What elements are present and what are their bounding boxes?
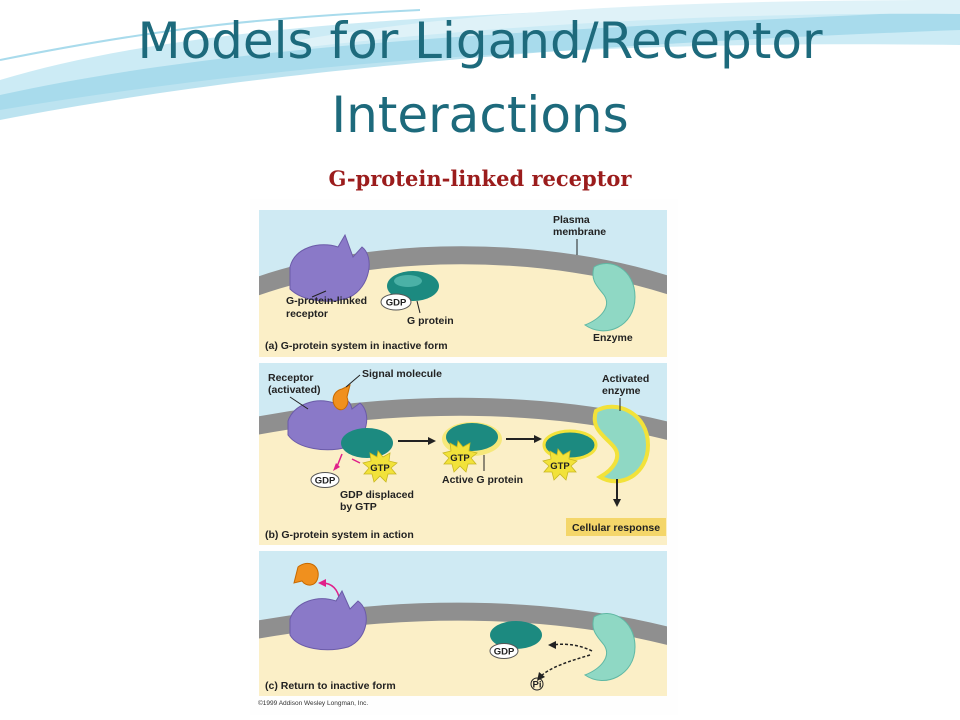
- caption-b: (b) G-protein system in action: [265, 529, 414, 541]
- plasma-membrane-label-2: membrane: [553, 226, 606, 238]
- receptor-activated-label-2: (activated): [268, 384, 321, 396]
- activated-enzyme-label-1: Activated: [602, 373, 649, 385]
- gtp-text-b3: GTP: [550, 461, 570, 472]
- receptor-label-a2: receptor: [286, 308, 328, 320]
- g-protein-c: [490, 621, 542, 649]
- panel-b: GTP GDP GTP GTP Cellular response Recept…: [259, 363, 667, 545]
- gdp-displaced-label-1: GDP displaced: [340, 489, 414, 501]
- signal-molecule-b: [332, 384, 351, 411]
- plasma-membrane-label-1: Plasma: [553, 214, 590, 226]
- signal-molecule-label: Signal molecule: [362, 368, 442, 380]
- active-g-protein-label: Active G protein: [442, 474, 523, 486]
- enzyme-c: [583, 613, 636, 681]
- gdp-badge-a: [380, 293, 412, 311]
- receptor-c: [289, 589, 367, 651]
- g-protein-b1: [341, 428, 393, 458]
- gdp-text-b: GDP: [315, 476, 336, 487]
- panel-c: GDP Pi (c) Return to inactive form: [259, 551, 667, 696]
- g-protein-figure: GDP Plasma membrane G-protein-linked rec…: [250, 199, 678, 715]
- slide-title-line1: Models for Ligand/Receptor: [137, 12, 823, 70]
- pi-symbol: [530, 677, 544, 691]
- g-protein-diagram: GDP Plasma membrane G-protein-linked rec…: [259, 210, 667, 696]
- caption-c: (c) Return to inactive form: [265, 680, 396, 692]
- panel-a: GDP Plasma membrane G-protein-linked rec…: [259, 210, 667, 357]
- gtp-burst-b1: [362, 450, 398, 483]
- slide-subtitle: G-protein-linked receptor: [328, 166, 632, 191]
- gdp-displaced-label-2: by GTP: [340, 501, 377, 513]
- slide-title-line2: Interactions: [331, 86, 629, 144]
- gtp-burst-b3: [542, 448, 578, 481]
- pi-text: Pi: [533, 680, 542, 691]
- cellular-response-label: Cellular response: [572, 522, 660, 534]
- enzyme-a: [583, 263, 636, 332]
- receptor-label-a1: G-protein-linked: [286, 295, 367, 307]
- gtp-text-b1: GTP: [370, 463, 390, 474]
- slide-title: Models for Ligand/Receptor Interactions: [0, 4, 960, 152]
- gdp-badge-c: [489, 643, 519, 659]
- gdp-text-c: GDP: [494, 647, 515, 658]
- activated-enzyme-label-2: enzyme: [602, 385, 641, 397]
- receptor-a: [289, 233, 370, 302]
- header-swoosh-decoration: [0, 0, 960, 120]
- enzyme-label: Enzyme: [593, 332, 633, 344]
- gdp-text-a: GDP: [386, 298, 407, 309]
- cellular-response-box: [566, 518, 666, 536]
- caption-a: (a) G-protein system in inactive form: [265, 340, 448, 352]
- g-protein-label: G protein: [407, 315, 454, 327]
- receptor-activated-label-1: Receptor: [268, 372, 314, 384]
- copyright-notice: ©1999 Addison Wesley Longman, Inc.: [258, 700, 369, 707]
- gtp-burst-b2: [442, 440, 478, 473]
- activated-enzyme: [592, 404, 651, 484]
- gdp-badge-b: [310, 472, 340, 488]
- gtp-text-b2: GTP: [450, 453, 470, 464]
- signal-molecule-c: [293, 562, 319, 586]
